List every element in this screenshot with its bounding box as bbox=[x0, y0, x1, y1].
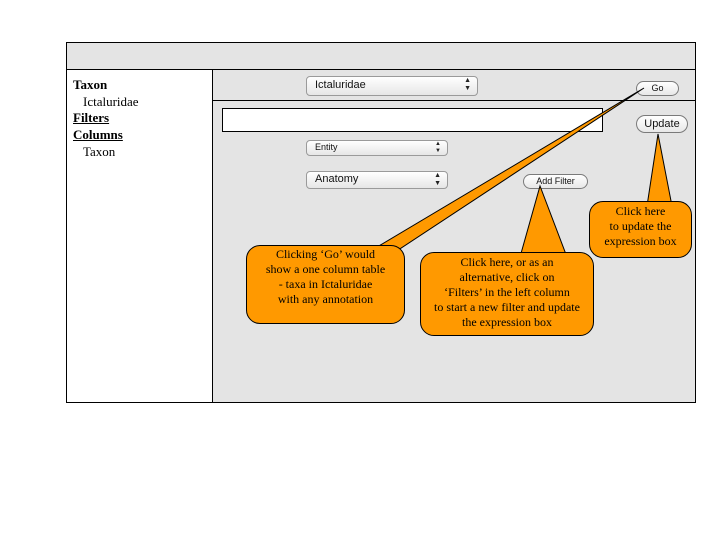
callout-line: Clicking ‘Go’ would bbox=[275, 247, 376, 261]
sidebar-filters-link[interactable]: Filters bbox=[73, 110, 110, 125]
update-callout-pointer bbox=[646, 133, 673, 207]
go-callout: Clicking ‘Go’ would show a one column ta… bbox=[246, 245, 405, 324]
expression-box[interactable] bbox=[222, 108, 603, 132]
callout-line: ‘Filters’ in the left column bbox=[444, 285, 570, 299]
top-bar bbox=[67, 43, 695, 70]
sidebar-taxon-value: Ictaluridae bbox=[83, 94, 139, 109]
add-filter-button[interactable]: Add Filter bbox=[523, 174, 588, 189]
callout-line: - taxa in Ictaluridae bbox=[278, 277, 373, 291]
entity-select[interactable]: Entity ▲▼ bbox=[306, 140, 448, 156]
update-callout: Click here to update the expression box bbox=[589, 201, 692, 258]
entity-select-label: Entity bbox=[315, 142, 338, 152]
callout-line: Click here, or as an bbox=[460, 255, 554, 269]
taxon-select[interactable]: Ictaluridae ▲▼ bbox=[306, 76, 478, 96]
filter-callout-pointer bbox=[519, 184, 568, 258]
sidebar: Taxon Ictaluridae Filters Columns Taxon bbox=[67, 70, 213, 402]
updown-arrows-icon: ▲▼ bbox=[434, 172, 441, 187]
taxon-select-label: Ictaluridae bbox=[315, 79, 366, 91]
updown-arrows-icon: ▲▼ bbox=[464, 77, 471, 92]
update-button[interactable]: Update bbox=[636, 115, 688, 133]
sidebar-columns-value: Taxon bbox=[83, 144, 116, 159]
callout-line: alternative, click on bbox=[459, 270, 555, 284]
sidebar-taxon-heading: Taxon bbox=[73, 77, 108, 92]
go-button[interactable]: Go bbox=[636, 81, 679, 96]
callout-line: Click here bbox=[615, 204, 666, 218]
callout-line: the expression box bbox=[462, 315, 552, 329]
divider bbox=[212, 100, 696, 101]
callout-line: show a one column table bbox=[265, 262, 386, 276]
anatomy-select-label: Anatomy bbox=[315, 173, 359, 185]
updown-arrows-icon: ▲▼ bbox=[435, 141, 441, 154]
anatomy-select[interactable]: Anatomy ▲▼ bbox=[306, 171, 448, 189]
callout-line: expression box bbox=[604, 234, 677, 248]
filter-callout: Click here, or as an alternative, click … bbox=[420, 252, 594, 336]
callout-line: to update the bbox=[609, 219, 672, 233]
callout-line: to start a new filter and update bbox=[434, 300, 580, 314]
sidebar-columns-heading[interactable]: Columns bbox=[73, 127, 123, 142]
callout-line: with any annotation bbox=[277, 292, 374, 306]
